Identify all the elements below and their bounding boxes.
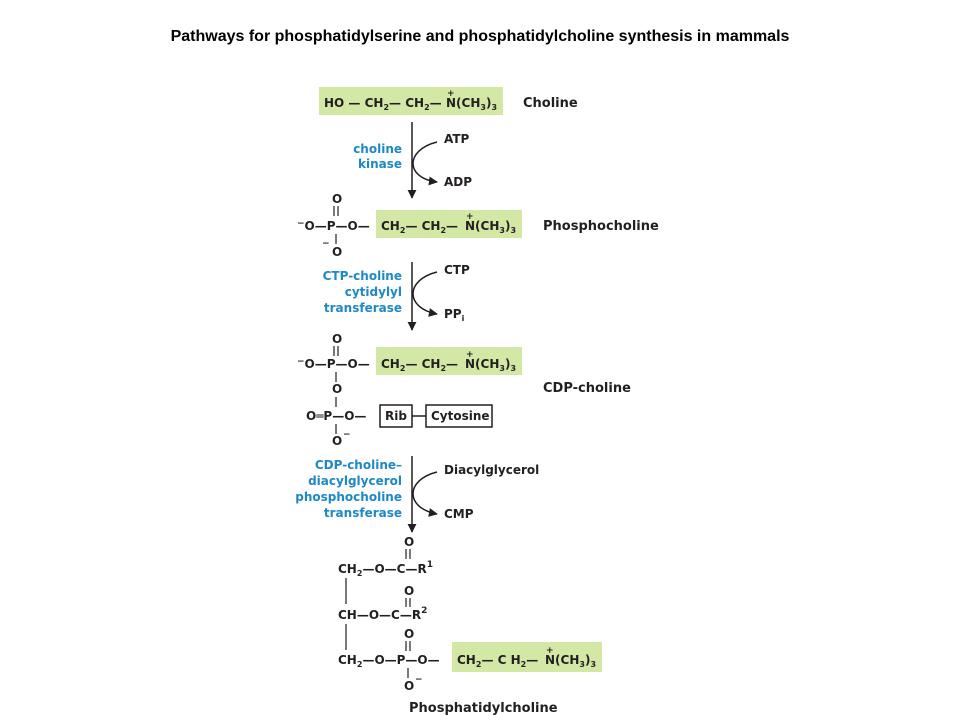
svg-text:HO — CH2— CH2—: HO — CH2— CH2— <box>324 96 442 112</box>
page-title: Pathways for phosphatidylserine and phos… <box>170 28 790 45</box>
svg-text:CH2— C H2—: CH2— C H2— <box>457 653 538 669</box>
step3-enzyme-line4: transferase <box>324 506 402 520</box>
diacylglycerol-label: Diacylglycerol <box>444 463 539 477</box>
ppi-main: PP <box>444 307 462 321</box>
rib-label: Rib <box>385 409 407 423</box>
svg-text:+: + <box>546 646 554 656</box>
svg-text:O: O <box>404 679 414 693</box>
step2-enzyme-line3: transferase <box>324 301 402 315</box>
phosphocholine-label: Phosphocholine <box>543 219 659 234</box>
svg-text:CH2—O—C—R1: CH2—O—C—R1 <box>338 560 433 578</box>
svg-text:O: O <box>332 245 342 259</box>
svg-text:−O—P—O—: −O—P—O— <box>297 357 370 371</box>
svg-text:O: O <box>332 382 342 396</box>
svg-text:O: O <box>404 535 414 549</box>
svg-text:CH—O—C—R2: CH—O—C—R2 <box>338 606 427 622</box>
svg-text:CH2— CH2—: CH2— CH2— <box>381 219 458 235</box>
svg-text:−: − <box>322 239 330 249</box>
step3-enzyme-line2: diacylglycerol <box>308 474 402 488</box>
atp-label: ATP <box>444 132 470 146</box>
svg-text:O═P—O—: O═P—O— <box>306 409 366 423</box>
svg-text:O: O <box>332 332 342 346</box>
cytosine-box <box>425 404 493 428</box>
cytosine-label: Cytosine <box>431 409 490 423</box>
cdp-choline-label: CDP-choline <box>543 381 631 396</box>
choline-highlight <box>319 87 503 115</box>
svg-text:−: − <box>415 675 423 685</box>
step1-enzyme-line1: choline <box>353 142 402 156</box>
step2-enzyme-line2: cytidylyl <box>345 285 402 299</box>
step3-cofactor-arrow <box>412 471 438 517</box>
choline-label: Choline <box>523 96 578 111</box>
svg-text:O: O <box>332 434 342 448</box>
ctp-label: CTP <box>444 263 470 277</box>
svg-text:CH2— CH2—: CH2— CH2— <box>381 357 458 373</box>
svg-text:CH2—O—P—O—: CH2—O—P—O— <box>338 653 440 669</box>
svg-text:+: + <box>466 212 474 222</box>
step3-enzyme-line3: phosphocholine <box>295 490 402 504</box>
step3-enzyme-line1: CDP-choline– <box>315 458 402 472</box>
phosphocholine-highlight <box>376 210 522 238</box>
svg-text:+: + <box>447 89 455 99</box>
adp-label: ADP <box>444 175 472 189</box>
cdp-choline-phosphates: O −O—P—O— O O═P—O— O − <box>297 332 370 448</box>
step1-cofactor-arrow <box>412 141 438 186</box>
phosphatidylcholine-label: Phosphatidylcholine <box>409 701 558 716</box>
step2-enzyme-line1: CTP-choline <box>323 269 402 283</box>
svg-text:O: O <box>404 627 414 641</box>
svg-text:+: + <box>466 350 474 360</box>
step2-cofactor-arrow <box>412 271 438 317</box>
phosphatidylcholine-structure: O CH2—O—C—R1 O CH—O—C—R2 O CH2—O—P—O— O … <box>338 535 440 693</box>
ppi-label: PPi <box>444 307 465 323</box>
cdp-choline-highlight <box>376 347 522 375</box>
phosphatidylcholine-highlight <box>452 642 602 672</box>
cmp-label: CMP <box>444 507 474 521</box>
step1-enzyme-line2: kinase <box>358 157 402 171</box>
phosphocholine-phosphate: O −O—P—O— O − <box>297 192 370 259</box>
phosphocholine-choline-part: CH2— CH2— N(CH3)3 + <box>381 212 516 235</box>
svg-text:O: O <box>404 584 414 598</box>
ppi-subscript: i <box>462 314 465 323</box>
svg-text:−: − <box>343 430 351 440</box>
svg-text:−O—P—O—: −O—P—O— <box>297 219 370 233</box>
svg-text:O: O <box>332 192 342 206</box>
